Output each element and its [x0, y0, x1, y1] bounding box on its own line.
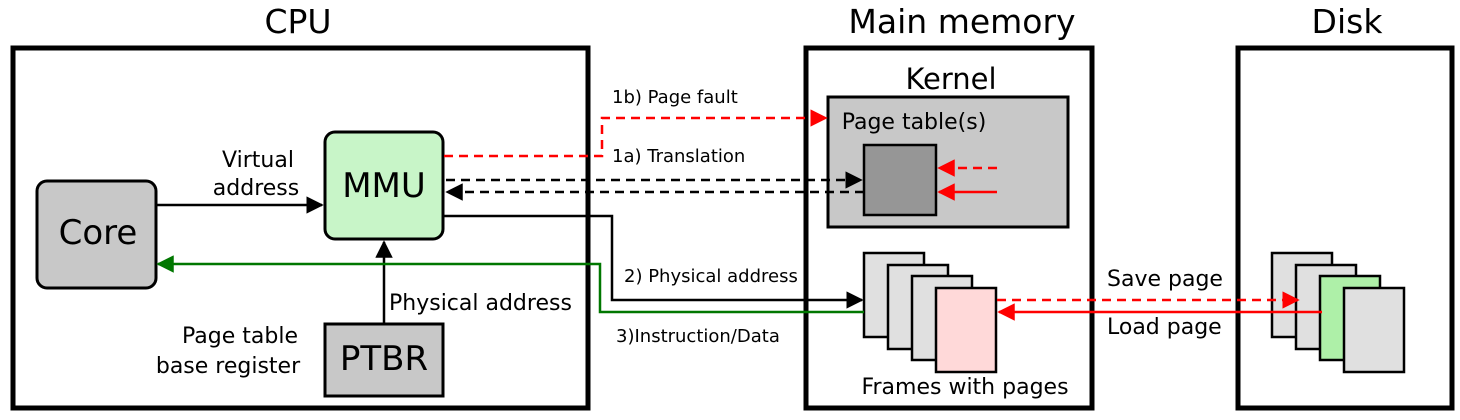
main-memory-title: Main memory [848, 2, 1075, 41]
mmu-box [323, 130, 445, 241]
physical-address-arrow [444, 214, 864, 309]
page-fault-label: 1b) Page fault [612, 87, 738, 108]
mmu-label: MMU [342, 166, 426, 206]
save-page-label: Save page [1107, 267, 1223, 292]
page-fault-arrow [444, 109, 828, 158]
translation-label: 1a) Translation [612, 146, 745, 167]
virtual-address-label-line2: address [213, 176, 299, 201]
core-box [35, 179, 158, 290]
frame-page-4 [934, 286, 998, 374]
ptbr-label: PTBR [340, 339, 428, 379]
disk-box [1235, 45, 1455, 411]
instruction-data-label: 3)Instruction/Data [616, 326, 780, 347]
physical-address-label: Physical address [389, 291, 572, 316]
page-tables-label: Page table(s) [842, 110, 987, 135]
instruction-data-arrow [156, 255, 864, 314]
disk-page-4 [1342, 286, 1406, 374]
virtual-address-label-line1: Virtual [222, 148, 294, 173]
load-page-label: Load page [1107, 315, 1222, 340]
kernel-label: Kernel [905, 62, 996, 96]
page-table-entry [862, 143, 938, 217]
cpu-title: CPU [264, 2, 331, 41]
core-label: Core [59, 213, 138, 253]
frames-label: Frames with pages [861, 375, 1068, 400]
ptbr-caption-line2: base register [156, 354, 301, 379]
disk-title: Disk [1312, 2, 1384, 41]
physical-address-arrow-label: 2) Physical address [624, 266, 798, 287]
ptbr-caption-line1: Page table [182, 324, 298, 349]
